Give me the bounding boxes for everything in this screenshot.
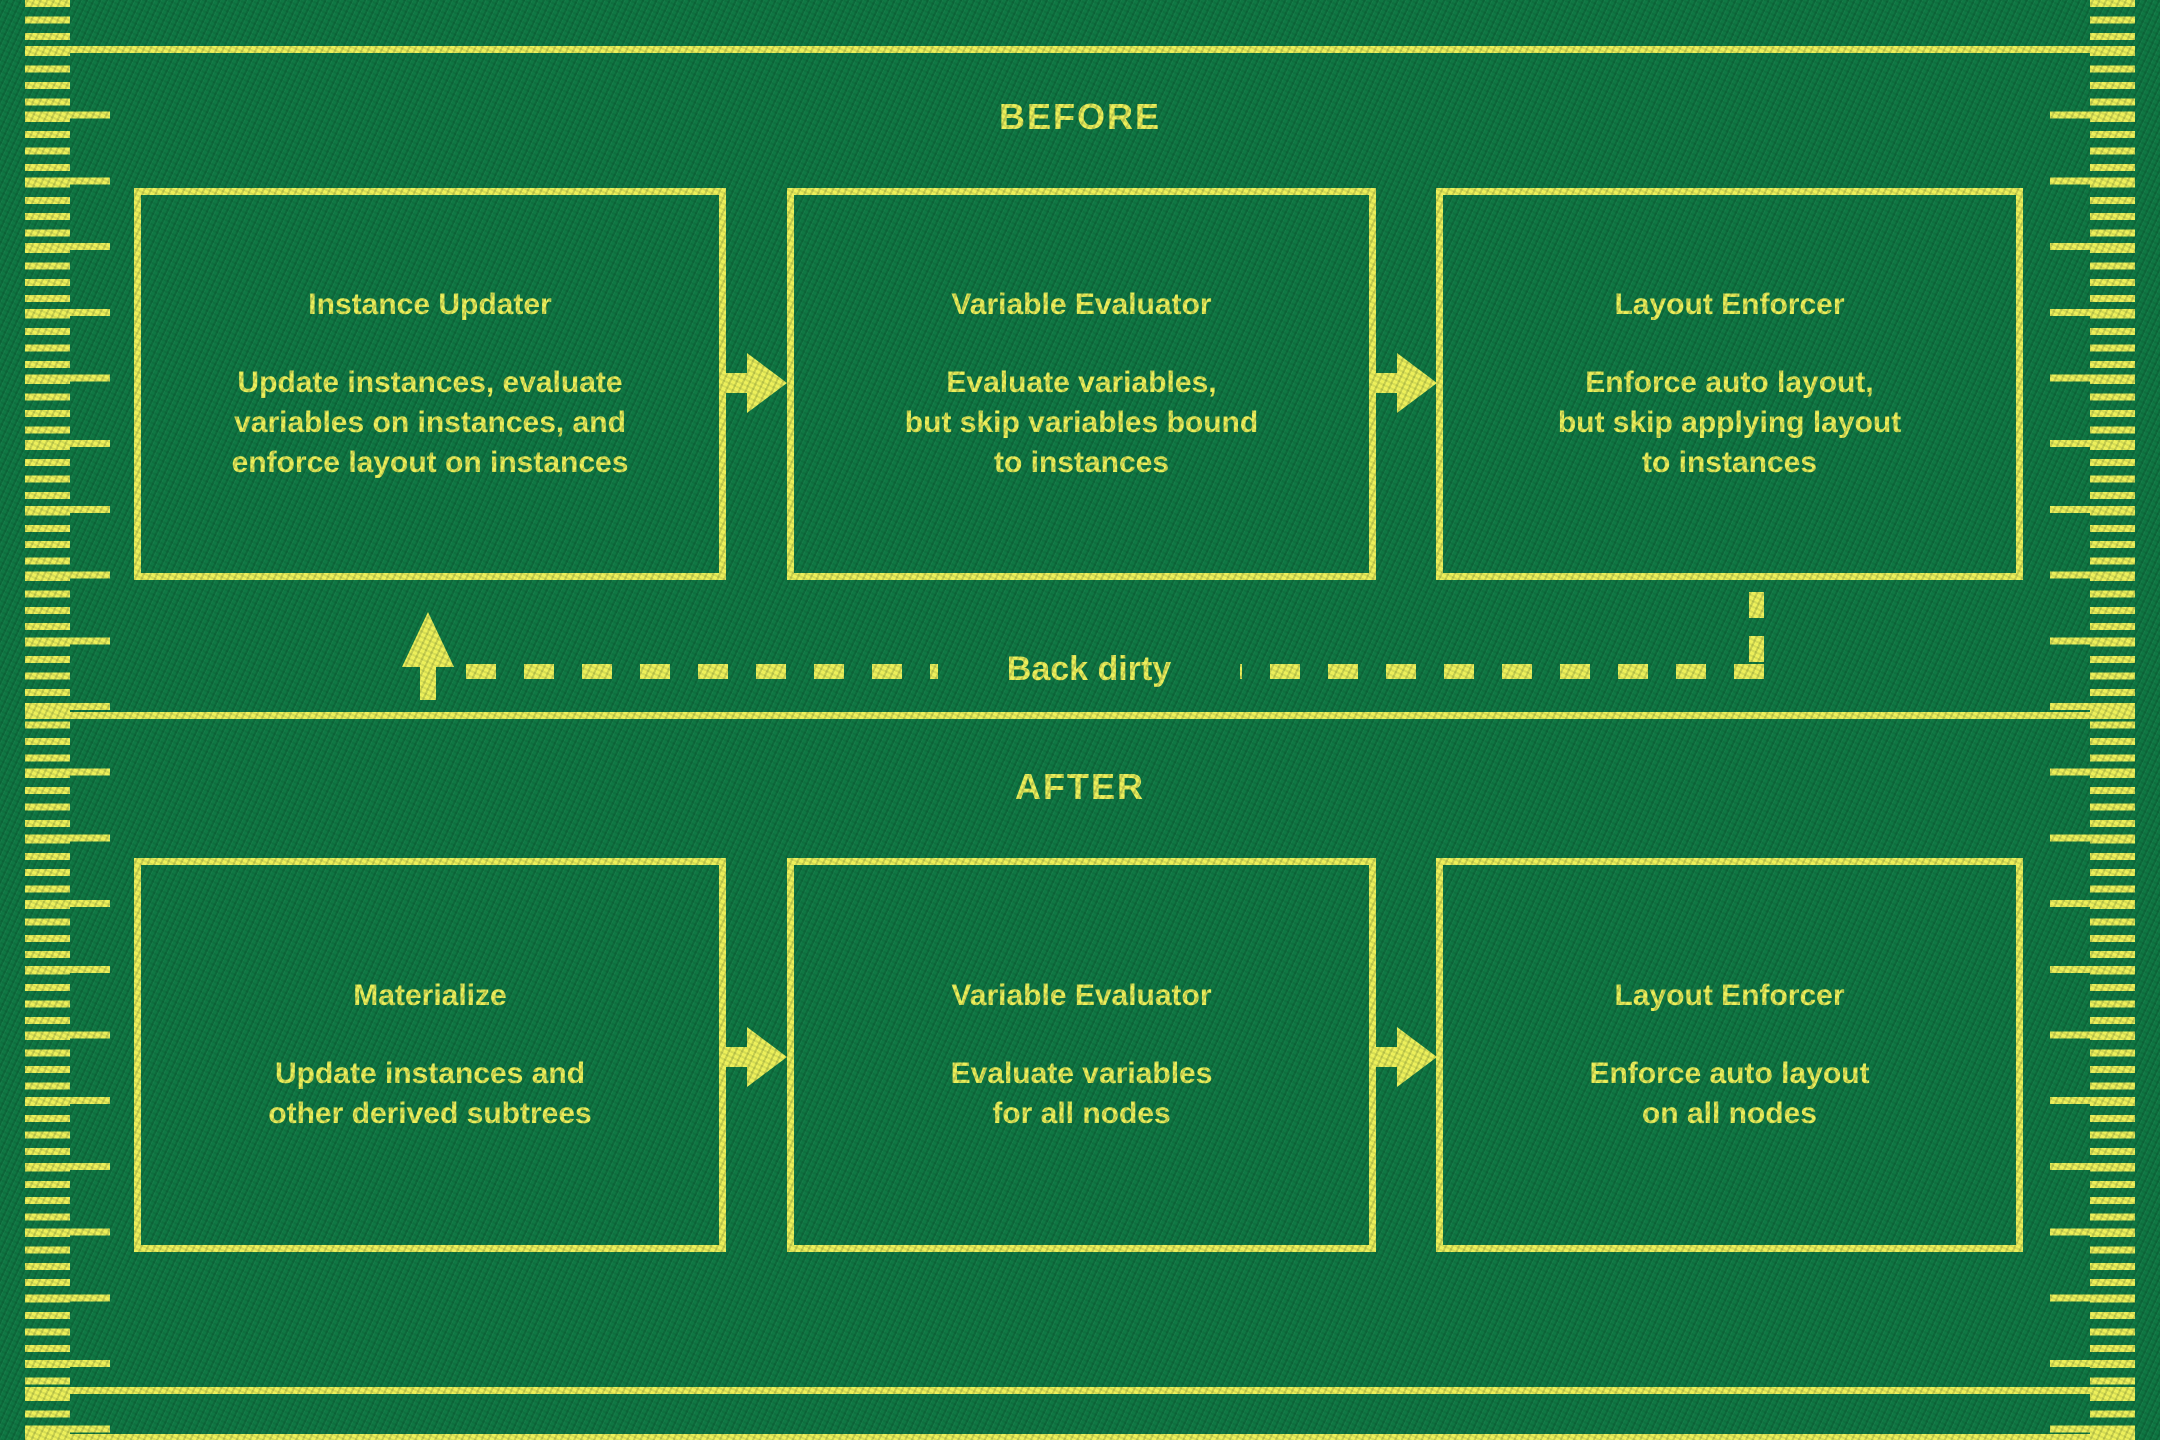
feedback-dashed-line-left	[466, 664, 938, 679]
after-box-materialize: Materialize Update instances and other d…	[134, 858, 726, 1252]
feedback-dashed-line-vertical	[1749, 592, 1764, 664]
box-body: Evaluate variables for all nodes	[950, 1057, 1213, 1130]
box-title: Variable Evaluator	[951, 979, 1212, 1012]
section-divider-line	[25, 712, 2135, 719]
box-body: Enforce auto layout on all nodes	[1589, 1057, 1870, 1130]
before-box-instance-updater: Instance Updater Update instances, evalu…	[134, 188, 726, 580]
feedback-dashed-line-right	[1240, 664, 1764, 679]
left-ruler-major-ticks	[25, 46, 110, 1436]
box-title: Layout Enforcer	[1614, 979, 1845, 1012]
flow-arrow-icon	[723, 353, 787, 413]
box-title: Materialize	[353, 979, 507, 1012]
box-body: Enforce auto layout, but skip applying l…	[1557, 366, 1902, 479]
after-box-variable-evaluator: Variable Evaluator Evaluate variables fo…	[787, 858, 1376, 1252]
flow-arrow-icon	[723, 1027, 787, 1087]
box-title: Variable Evaluator	[951, 288, 1212, 321]
box-title: Layout Enforcer	[1614, 288, 1845, 321]
before-box-variable-evaluator: Variable Evaluator Evaluate variables, b…	[787, 188, 1376, 580]
top-frame-line	[25, 46, 2135, 53]
before-heading: BEFORE	[998, 96, 1161, 137]
after-box-layout-enforcer: Layout Enforcer Enforce auto layout on a…	[1436, 858, 2023, 1252]
flow-arrow-icon	[1373, 353, 1437, 413]
feedback-label: Back dirty	[1006, 650, 1172, 688]
before-box-layout-enforcer: Layout Enforcer Enforce auto layout, but…	[1436, 188, 2023, 580]
box-title: Instance Updater	[308, 288, 552, 321]
bottom-frame-line	[25, 1387, 2135, 1394]
bottom-edge-line	[25, 1434, 2135, 1440]
box-body: Update instances, evaluate variables on …	[231, 366, 629, 479]
box-body: Evaluate variables, but skip variables b…	[904, 366, 1259, 479]
flow-arrow-icon	[1373, 1027, 1437, 1087]
right-ruler-major-ticks	[2050, 46, 2135, 1436]
feedback-up-arrow-icon	[402, 612, 454, 700]
box-body: Update instances and other derived subtr…	[268, 1057, 592, 1130]
after-heading: AFTER	[1015, 766, 1145, 807]
